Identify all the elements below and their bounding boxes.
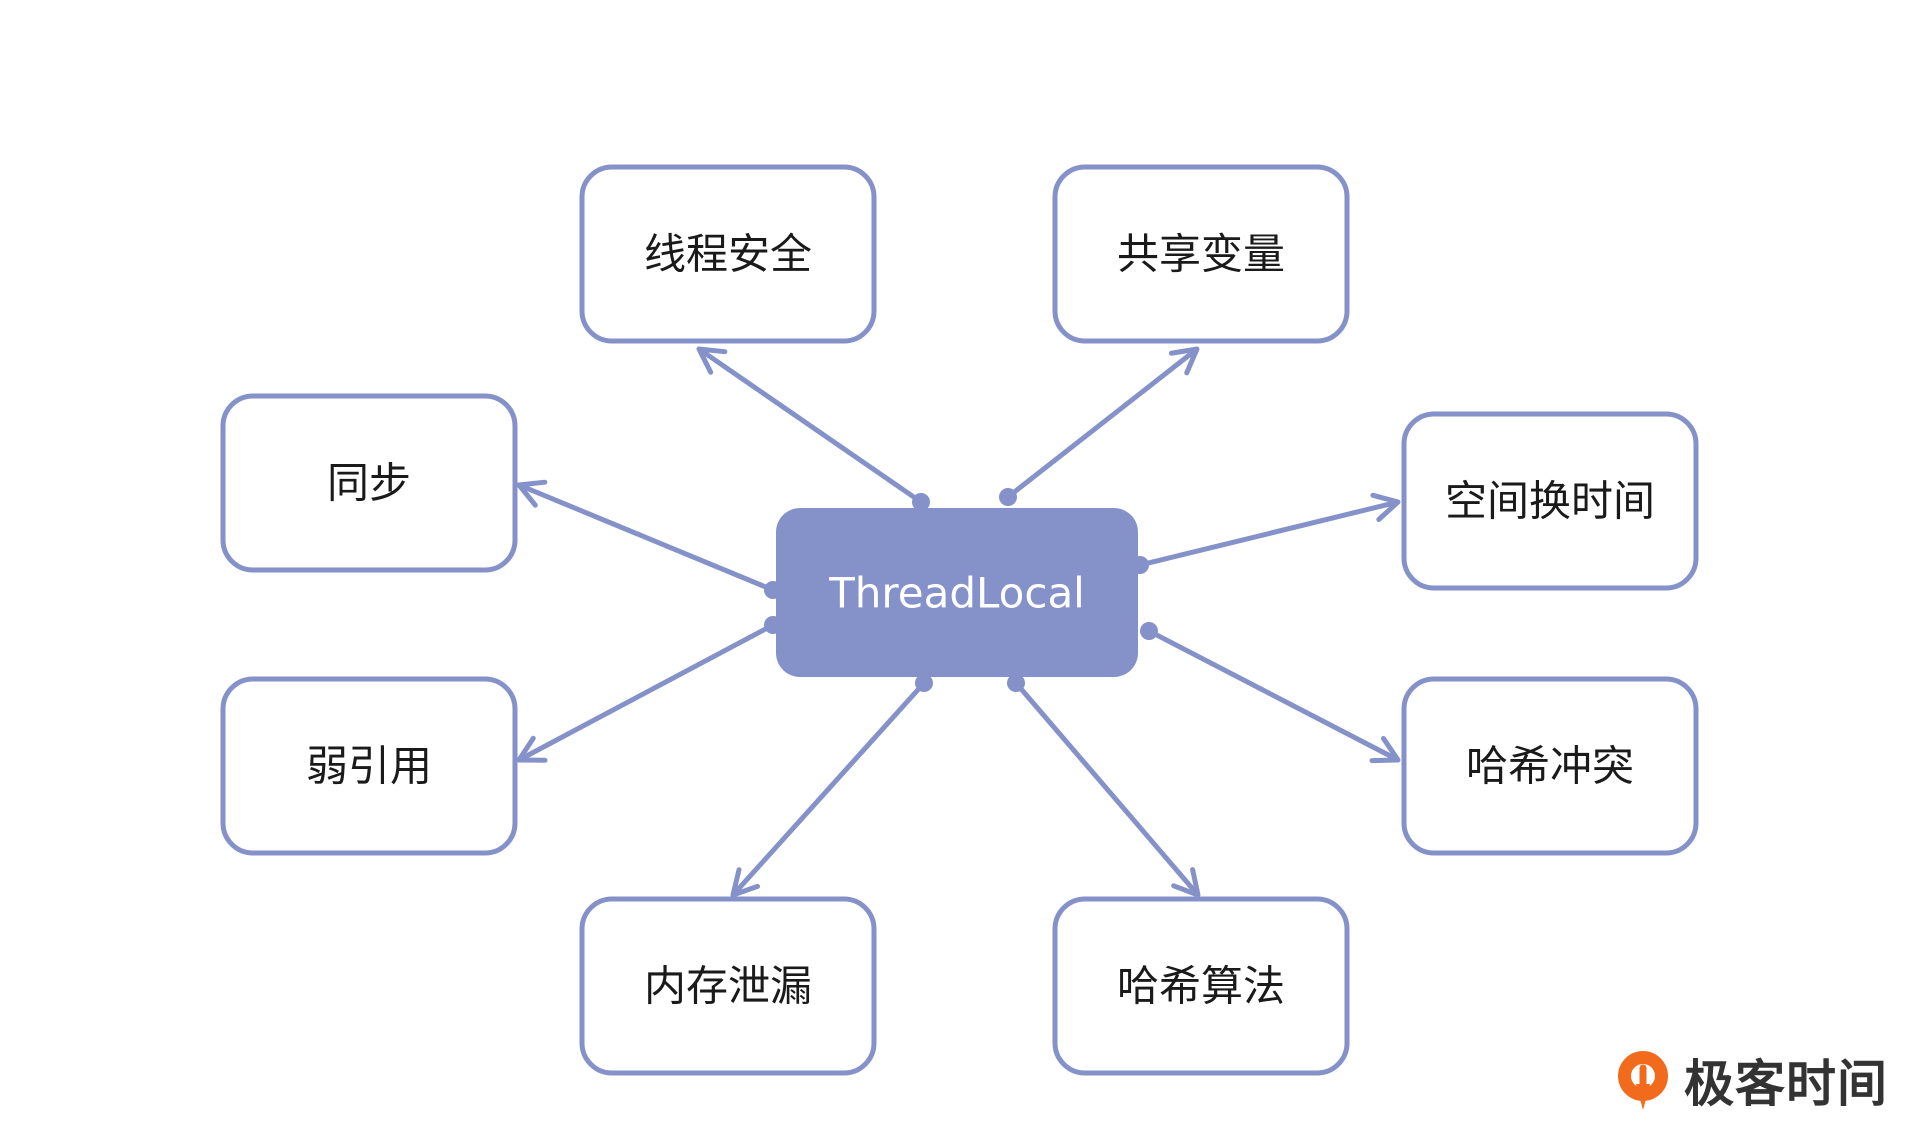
topic-label: 哈希冲突 xyxy=(1466,742,1634,791)
connector-thread-safety xyxy=(696,346,930,511)
connector-line xyxy=(1014,681,1200,897)
connector-line xyxy=(518,482,774,593)
topic-node-thread-safety[interactable]: 线程安全 xyxy=(579,164,877,344)
connector-memory-leak xyxy=(730,674,933,898)
connector-line xyxy=(1006,347,1199,499)
topic-node-memory-leak[interactable]: 内存泄漏 xyxy=(579,896,877,1076)
arrowhead xyxy=(516,735,548,763)
center-node-label: ThreadLocal xyxy=(828,569,1085,618)
topic-label: 共享变量 xyxy=(1117,230,1285,279)
topic-node-shared-variable[interactable]: 共享变量 xyxy=(1052,164,1350,344)
topic-box[interactable] xyxy=(220,676,518,856)
topic-box[interactable] xyxy=(579,164,877,344)
topic-label: 线程安全 xyxy=(644,230,812,279)
connector-hash-algorithm xyxy=(1007,674,1201,898)
topic-box[interactable] xyxy=(220,393,518,573)
connector-dot xyxy=(915,674,933,692)
connector-line xyxy=(697,346,923,505)
connector-line xyxy=(1147,628,1400,763)
connector-line xyxy=(1139,499,1399,568)
connector-dot xyxy=(1140,622,1158,640)
brand-name: 极客时间 xyxy=(1684,1055,1888,1113)
topic-label: 空间换时间 xyxy=(1445,477,1655,526)
arrowhead xyxy=(1168,346,1200,376)
arrowhead xyxy=(696,346,728,375)
arrowhead xyxy=(730,867,761,898)
topic-box[interactable] xyxy=(1052,896,1350,1076)
center-node[interactable]: ThreadLocal xyxy=(776,508,1138,677)
topic-label: 内存泄漏 xyxy=(644,962,812,1011)
geektime-logo-icon xyxy=(1618,1051,1668,1110)
connector-shared-variable xyxy=(999,346,1200,506)
topic-node-sync[interactable]: 同步 xyxy=(220,393,518,573)
topic-node-weak-reference[interactable]: 弱引用 xyxy=(220,676,518,856)
connector-space-for-time xyxy=(1131,492,1401,574)
connector-line xyxy=(517,622,775,763)
topic-label: 弱引用 xyxy=(306,742,432,791)
connector-dot xyxy=(1007,674,1025,692)
brand-watermark: 极客时间 xyxy=(1612,1046,1888,1114)
topic-box[interactable] xyxy=(1052,164,1350,344)
center-node-box[interactable] xyxy=(776,508,1138,677)
topic-label: 哈希算法 xyxy=(1117,962,1285,1011)
connector-sync xyxy=(516,479,782,599)
connector-weak-reference xyxy=(516,616,782,763)
arrowhead xyxy=(1369,735,1401,764)
arrowhead xyxy=(1171,867,1201,898)
topic-node-hash-collision[interactable]: 哈希冲突 xyxy=(1401,676,1699,856)
topic-box[interactable] xyxy=(1401,676,1699,856)
arrowhead xyxy=(516,479,548,508)
arrowhead xyxy=(1370,492,1401,523)
topic-node-hash-algorithm[interactable]: 哈希算法 xyxy=(1052,896,1350,1076)
connector-line xyxy=(731,681,926,897)
connector-dot xyxy=(912,493,930,511)
topic-label: 同步 xyxy=(327,459,411,508)
connector-hash-collision xyxy=(1140,622,1401,764)
topic-node-space-for-time[interactable]: 空间换时间 xyxy=(1401,411,1699,591)
topic-box[interactable] xyxy=(1401,411,1699,591)
connector-dot xyxy=(999,488,1017,506)
topic-box[interactable] xyxy=(579,896,877,1076)
